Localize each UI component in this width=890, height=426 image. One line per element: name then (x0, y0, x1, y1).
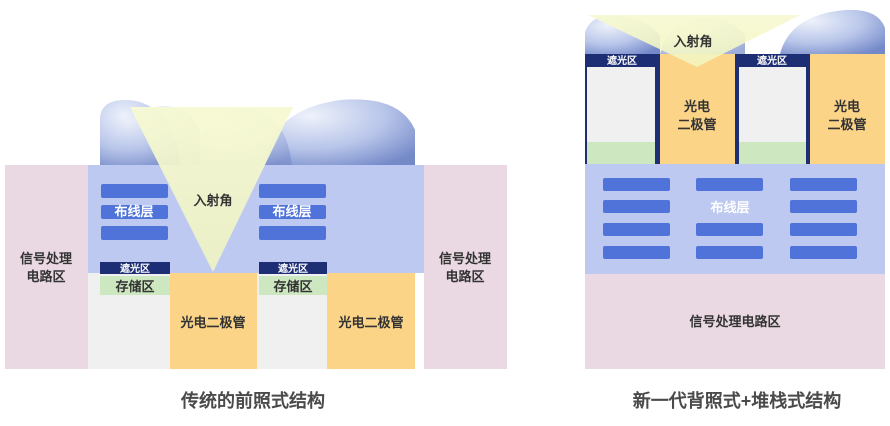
wiring-bar (696, 178, 763, 191)
wiring-bar (603, 178, 670, 191)
wiring-bar (790, 200, 857, 213)
traditional-storage-left: 存储区 (115, 279, 154, 294)
traditional-signal-right-line2: 电路区 (445, 269, 484, 284)
photodiode-right (327, 273, 415, 369)
stacked-lens-right (780, 9, 885, 54)
micro-lens-right (265, 99, 415, 165)
wiring-bar (603, 246, 670, 259)
stacked-incidence-angle: 入射角 (673, 34, 712, 49)
stacked-photodiode-right-line1: 光电 (833, 99, 860, 114)
stacked-wiring-bars (603, 178, 857, 259)
wiring-bar (101, 226, 168, 240)
photodiode-left (170, 273, 257, 369)
stacked-photodiode-right (810, 54, 885, 164)
stacked-photodiode-left-line1: 光电 (683, 99, 710, 114)
traditional-shield-right: 遮光区 (278, 262, 308, 275)
storage-left (100, 276, 170, 295)
traditional-shield-left: 遮光区 (120, 262, 150, 275)
wiring-bar (790, 223, 857, 236)
stacked-incident-light-cone (588, 15, 800, 67)
traditional-incidence-angle: 入射角 (193, 193, 232, 208)
wiring-bar (101, 205, 168, 219)
stacked-photodiode-right-line2: 二极管 (827, 117, 866, 132)
stacked-signal-label: 信号处理电路区 (689, 314, 780, 329)
signal-region-right (424, 165, 507, 369)
incident-light-cone (130, 107, 293, 272)
stacked-storage-right (739, 142, 806, 164)
traditional-signal-right-line1: 信号处理 (439, 251, 491, 266)
shield-left (100, 262, 170, 274)
wiring-bar (790, 246, 857, 259)
traditional-storage-right: 存储区 (273, 279, 312, 294)
stacked-signal-region (585, 274, 885, 369)
traditional-photodiode-right: 光电二极管 (337, 315, 403, 330)
wiring-bar (790, 178, 857, 191)
stacked-structure: 入射角 遮光区 遮光区 光电 二极管 光电 二极管 存储区 存储区 布线层 信号… (585, 9, 885, 411)
stacked-shield-left: 遮光区 (607, 54, 637, 67)
stacked-photodiode-left-line2: 二极管 (677, 117, 716, 132)
wiring-bar (259, 205, 326, 219)
traditional-photodiode-left: 光电二极管 (179, 315, 245, 330)
traditional-wiring-label-left: 布线层 (114, 204, 153, 219)
traditional-signal-left-line1: 信号处理 (20, 251, 72, 266)
traditional-structure: 布线层 布线层 入射角 遮光区 遮光区 存储区 存储区 光电二极管 光电二极管 … (5, 99, 507, 411)
storage-right (259, 276, 327, 295)
stacked-storage-left (587, 142, 655, 164)
traditional-signal-left-line2: 电路区 (26, 269, 65, 284)
wiring-bar (603, 200, 670, 213)
traditional-wiring-label-right: 布线层 (272, 204, 311, 219)
wiring-bar (696, 246, 763, 259)
stacked-caption: 新一代背照式+堆栈式结构 (633, 390, 842, 411)
stacked-storage-right: 存储区 (752, 146, 791, 161)
signal-region-left (5, 165, 88, 369)
stacked-photodiode-left (660, 54, 735, 164)
traditional-caption: 传统的前照式结构 (180, 390, 325, 411)
shield-right (259, 262, 327, 274)
wiring-bar (696, 223, 763, 236)
wiring-bar (259, 226, 326, 240)
wiring-bar (101, 184, 168, 198)
wiring-bars (101, 184, 326, 240)
stacked-wiring-label: 布线层 (710, 200, 749, 215)
wiring-bar (603, 223, 670, 236)
stacked-storage-left: 存储区 (601, 146, 640, 161)
stacked-shield-right: 遮光区 (757, 54, 787, 67)
wiring-bar (259, 184, 326, 198)
